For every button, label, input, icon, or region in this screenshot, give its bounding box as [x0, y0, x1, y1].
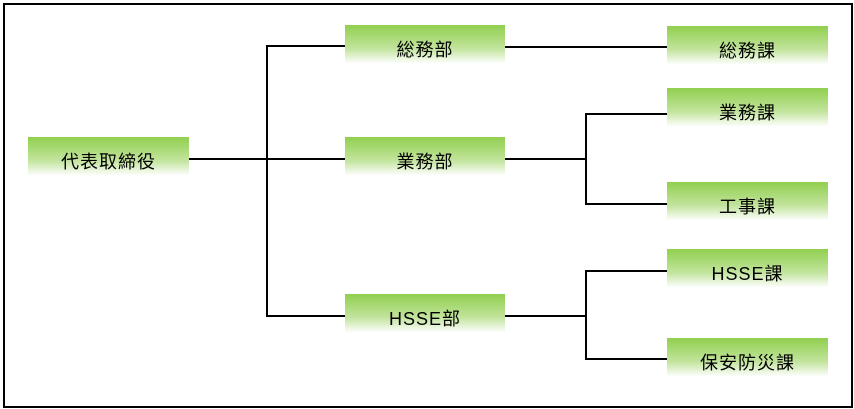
connector-hsse-vertical	[585, 270, 587, 360]
node-representative-director: 代表取締役	[28, 137, 189, 180]
chart-outer-border	[3, 3, 853, 408]
connector-branch-construction-section	[585, 203, 667, 205]
connector-operations-vertical	[585, 113, 587, 205]
node-general-affairs-section: 総務課	[667, 26, 828, 69]
connector-branch-safety-disaster-section	[585, 358, 667, 360]
connector-operations-dept-stub	[505, 158, 587, 160]
connector-branch-operations-section	[585, 113, 667, 115]
connector-branch-hsse-dept	[266, 315, 345, 317]
connector-main-trunk-vertical	[266, 45, 268, 317]
node-operations-section: 業務課	[667, 88, 828, 131]
connector-branch-general-affairs-dept	[266, 45, 345, 47]
node-hsse-section: HSSE課	[667, 249, 828, 292]
connector-hsse-dept-stub	[505, 315, 587, 317]
node-hsse-dept: HSSE部	[345, 294, 505, 337]
node-safety-disaster-prevention-section: 保安防災課	[667, 338, 828, 381]
node-general-affairs-dept: 総務部	[345, 25, 505, 68]
node-construction-section: 工事課	[667, 182, 828, 225]
connector-general-affairs-dept-to-section	[505, 46, 667, 48]
node-operations-dept: 業務部	[345, 137, 505, 180]
connector-branch-hsse-section	[585, 270, 667, 272]
